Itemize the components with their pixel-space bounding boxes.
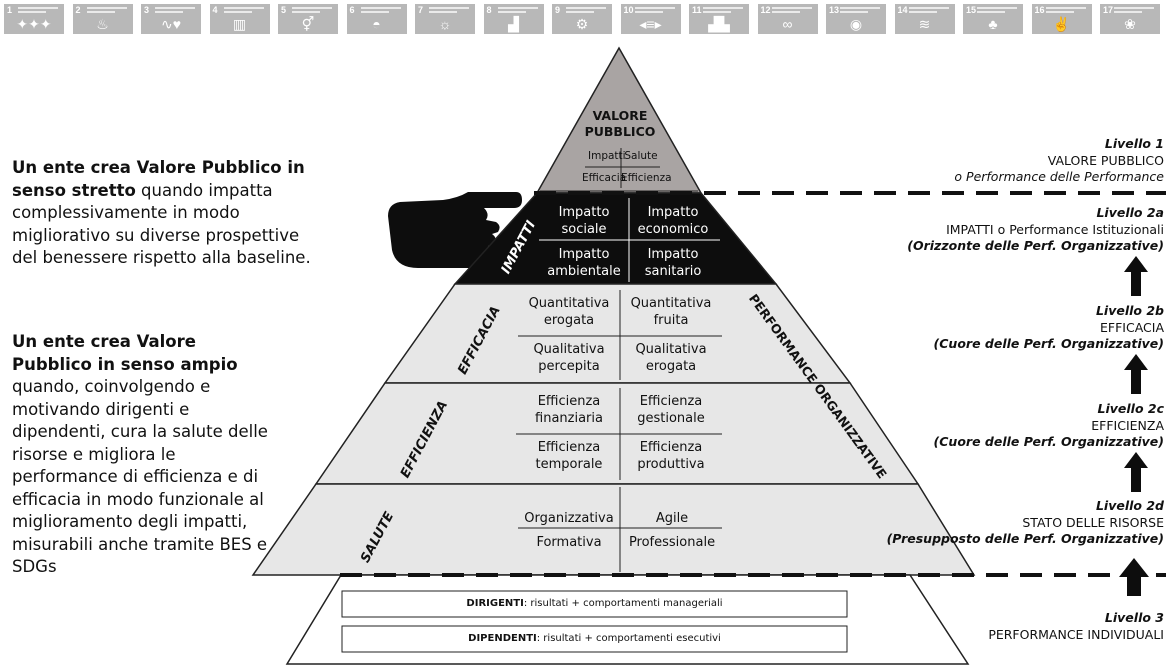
level-2d-description: Livello 2d STATO DELLE RISORSE (Presuppo… [886,498,1164,546]
impatto-sociale-cell: Impatto sociale [558,205,610,237]
efficienza-gestionale-cell: Efficienza gestionale [637,394,705,426]
quantitativa-fruita-cell: Quantitativa fruita [630,296,712,328]
apex-cell-efficacia: Efficacia [582,172,627,184]
sdg-glyph-icon: ♨ [96,16,109,32]
quantitativa-erogata-cell: Quantitativa erogata [528,296,610,328]
sdg-glyph-icon: ▥ [232,16,247,32]
sdg-16-icon: 16 ✌ [1031,4,1092,34]
sdg-10-icon: 10 ◂≡▸ [620,4,681,34]
dipendenti-label: DIPENDENTI: risultati + comportamenti es… [468,633,721,644]
sdg-number: 7 [418,5,424,15]
sdg-glyph-icon: ⚥ [301,16,315,32]
sdg-3-icon: 3 ∿♥ [141,4,201,34]
level-2c-description: Livello 2c EFFICIENZA (Cuore delle Perf.… [933,401,1164,449]
sdg-glyph-icon: ✦✦✦ [16,16,52,32]
sdg-glyph-icon: ⚙ [575,16,589,32]
sdg-glyph-icon: ≋ [918,16,931,32]
level-2a-description: Livello 2a IMPATTI o Performance Istituz… [907,205,1164,253]
sdg-11-icon: 11 ▟▙ [689,4,749,34]
sdg-15-icon: 15 ♣ [963,4,1023,34]
sdg-17-icon: 17 ❀ [1100,4,1160,34]
sdg-1-icon: 1✦✦✦ [4,4,64,34]
sdg-number: 2 [75,5,81,15]
sdg-number: 1 [7,5,13,15]
dirigenti-box [341,590,848,618]
qualitativa-erogata-cell: Qualitativa erogata [635,342,707,374]
up-arrow-icon [1124,256,1148,296]
sdg-number: 17 [1103,5,1114,15]
salute-organizzativa-cell: Organizzativa [524,511,614,526]
sdg-13-icon: 13 ◉ [826,4,886,34]
sdg-number: 14 [897,5,908,15]
sdg-glyph-icon: ◂≡▸ [639,16,662,32]
sdg-number: 8 [486,5,492,15]
sdg-number: 13 [829,5,840,15]
sdg-glyph-icon: ☼ [438,16,452,32]
sdg-6-icon: 6◓ [346,4,407,34]
up-arrow-icon [1119,558,1149,596]
efficienza-temporale-cell: Efficienza temporale [535,440,603,472]
efficienza-finanziaria-cell: Efficienza finanziaria [535,394,603,426]
sdg-glyph-icon: ∞ [782,16,793,32]
apex-cell-efficienza: Efficienza [621,172,672,184]
sdg-glyph-icon: ❀ [1124,16,1136,32]
salute-band [251,483,976,576]
sdg-12-icon: 12 ∞ [757,4,818,34]
qualitativa-percepita-cell: Qualitativa percepita [533,342,605,374]
sdg-number: 3 [144,5,150,15]
sdg-icons-strip: 1✦✦✦2♨3∿♥4▥5⚥6◓7☼8▟9⚙10◂≡▸11▟▙12∞13◉14≋1… [0,0,1168,38]
level-3-description: Livello 3 PERFORMANCE INDIVIDUALI [988,610,1164,642]
up-arrow-icon [1124,354,1148,394]
sdg-4-icon: 4▥ [209,4,270,34]
apex-cell-impatti: Impatti [588,150,626,162]
apex-title: VALORE PUBBLICO [584,108,656,139]
sdg-number: 16 [1034,5,1045,15]
sdg-glyph-icon: ♣ [988,16,998,32]
sdg-number: 6 [349,5,355,15]
apex-cell-salute: Salute [624,150,658,162]
dirigenti-label: DIRIGENTI: risultati + comportamenti man… [466,598,723,609]
sdg-9-icon: 9⚙ [552,4,612,34]
valore-pubblico-senso-stretto-text: Un ente crea Valore Pubblico in senso st… [12,158,311,267]
sdg-14-icon: 14 ≋ [894,4,955,34]
sdg-number: 10 [623,5,634,15]
sdg-number: 12 [760,5,771,15]
up-arrow-icon [1124,452,1148,492]
dipendenti-box [341,625,848,653]
sdg-number: 4 [212,5,218,15]
sdg-7-icon: 7☼ [415,4,475,34]
sdg-glyph-icon: ✌ [1052,16,1071,32]
salute-formativa-cell: Formativa [536,535,602,550]
sdg-2-icon: 2♨ [72,4,133,34]
sdg-glyph-icon: ▟ [508,16,519,32]
sdg-5-icon: 5⚥ [278,4,338,34]
valore-pubblico-senso-ampio-text: Un ente crea Valore Pubblico in senso am… [12,332,268,576]
efficienza-produttiva-cell: Efficienza produttiva [637,440,705,472]
sdg-glyph-icon: ∿♥ [160,16,182,32]
salute-professionale-cell: Professionale [628,535,716,550]
impatto-economico-cell: Impatto economico [637,205,709,237]
salute-agile-cell: Agile [655,511,689,526]
sdg-number: 15 [966,5,977,15]
sdg-glyph-icon: ◉ [849,16,863,32]
level-2b-description: Livello 2b EFFICACIA (Cuore delle Perf. … [933,303,1164,351]
level-1-description: Livello 1 VALORE PUBBLICO o Performance … [954,136,1164,184]
impatto-sanitario-cell: Impatto sanitario [644,247,702,279]
sdg-number: 9 [555,5,561,15]
sdg-8-icon: 8▟ [483,4,544,34]
sdg-glyph-icon: ▟▙ [708,16,730,32]
impatto-ambientale-cell: Impatto ambientale [547,247,621,279]
sdg-glyph-icon: ◓ [372,16,381,32]
sdg-number: 5 [281,5,287,15]
sdg-number: 11 [692,5,702,15]
